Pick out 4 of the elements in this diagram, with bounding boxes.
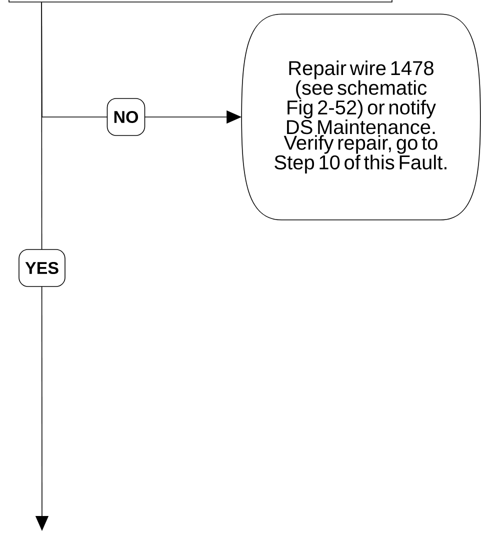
edge-label: YES bbox=[18, 249, 66, 287]
process-box bbox=[8, 0, 392, 2]
edge-label: NO bbox=[106, 98, 146, 136]
action-box: Repair wire 1478 (see schematic Fig 2-52) or notify DS Maintenance. Verify repair, go to Step 10 of this Fault. bbox=[241, 14, 481, 220]
